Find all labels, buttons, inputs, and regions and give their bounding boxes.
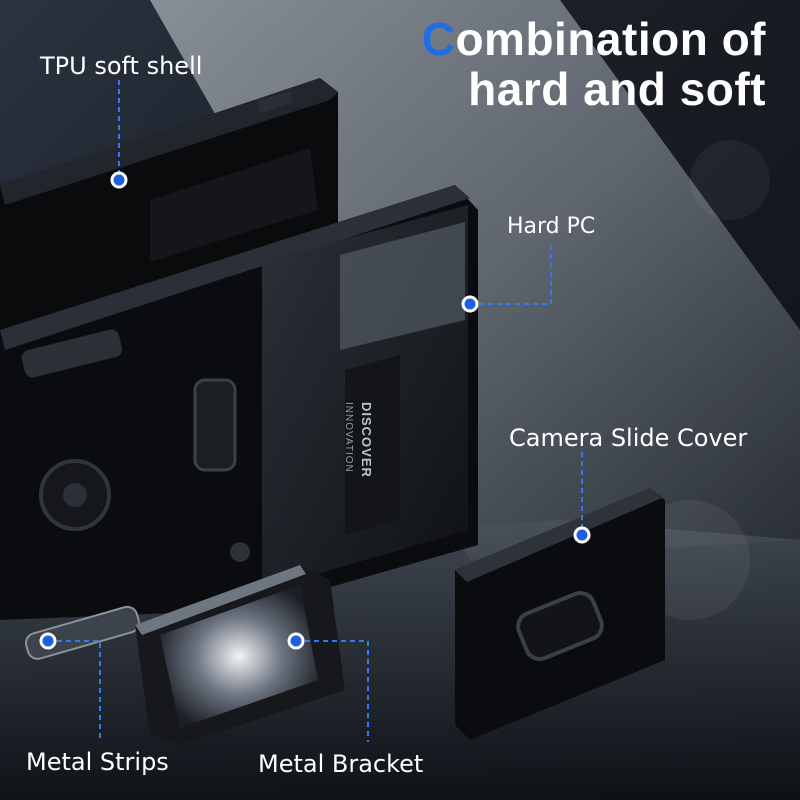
hard-pc-case — [0, 185, 478, 620]
marker-hard-pc — [461, 295, 479, 313]
headline: Combination of hard and soft — [422, 14, 766, 114]
callout-markers — [39, 171, 591, 650]
marker-camera — [573, 526, 591, 544]
headline-line-2: hard and soft — [468, 63, 766, 115]
callout-camera-slide-cover: Camera Slide Cover — [509, 424, 748, 452]
callout-tpu-soft-shell: TPU soft shell — [40, 52, 203, 80]
marker-bracket — [287, 632, 305, 650]
marker-tpu — [110, 171, 128, 189]
case-print-discover: DISCOVER — [359, 402, 374, 478]
headline-line-1-rest: ombination of — [455, 13, 766, 65]
tpu-shell — [0, 78, 338, 330]
camera-slide-cover — [455, 488, 665, 740]
headline-accent-letter: C — [421, 13, 456, 65]
leader-lines — [48, 80, 583, 742]
metal-bracket — [135, 565, 345, 745]
headline-line-1: Combination of — [422, 14, 766, 64]
case-print-innovation: INNOVATION — [343, 402, 354, 473]
marker-strips — [39, 632, 57, 650]
callout-metal-strips: Metal Strips — [26, 748, 169, 776]
callout-hard-pc: Hard PC — [507, 214, 596, 239]
callout-metal-bracket: Metal Bracket — [258, 750, 424, 778]
